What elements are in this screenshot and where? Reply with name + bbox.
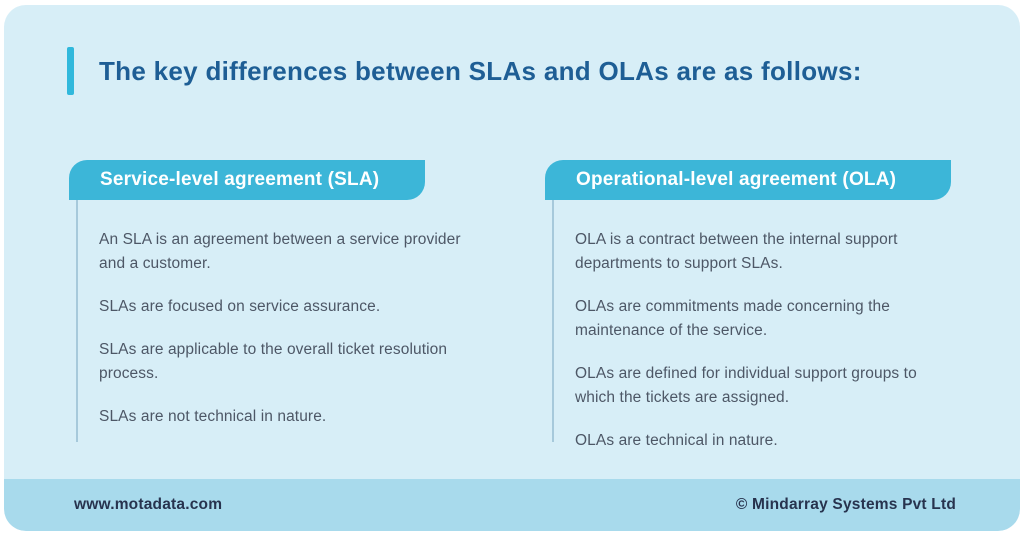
ola-item: OLAs are technical in nature. [575,432,778,449]
sla-item: SLAs are not technical in nature. [99,408,327,425]
ola-item: OLAs are commitments made concerning the… [575,298,890,339]
ola-item: OLAs are defined for individual support … [575,365,917,406]
ola-item: OLA is a contract between the internal s… [575,231,898,272]
sla-item-list: An SLA is an agreement between a service… [69,200,489,429]
sla-item: SLAs are focused on service assurance. [99,298,381,315]
ola-column-header: Operational-level agreement (OLA) [545,160,951,200]
title-block: The key differences between SLAs and OLA… [67,47,862,95]
sla-column-header: Service-level agreement (SLA) [69,160,425,200]
sla-column: Service-level agreement (SLA) An SLA is … [69,160,489,442]
footer-website: www.motadata.com [74,496,223,513]
ola-item-list: OLA is a contract between the internal s… [545,200,957,453]
ola-divider-line [552,200,554,442]
sla-divider-line [76,200,78,442]
sla-item: SLAs are applicable to the overall ticke… [99,341,448,382]
page-title: The key differences between SLAs and OLA… [99,55,862,86]
footer-copyright: © Mindarray Systems Pvt Ltd [735,496,956,513]
infographic-card: The key differences between SLAs and OLA… [4,5,1020,531]
footer-bar: www.motadata.com © Mindarray Systems Pvt… [4,479,1020,531]
ola-column: Operational-level agreement (OLA) OLA is… [545,160,957,453]
title-accent-bar [67,47,74,95]
sla-item: An SLA is an agreement between a service… [99,231,461,272]
